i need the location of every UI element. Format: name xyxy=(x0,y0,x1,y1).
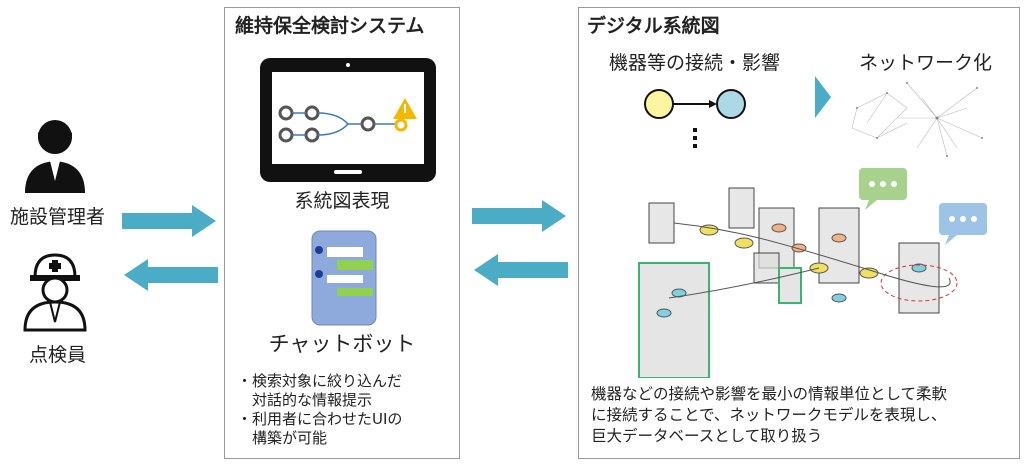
3d-equipment-network-illustration xyxy=(638,168,987,378)
description-line: 巨大データベースとして取り扱う xyxy=(591,427,823,445)
description-line: に接続することで、ネットワークモデルを表現し、 xyxy=(591,406,947,424)
digital-diagram-panel: デジタル系統図 機器等の接続・影響 ネットワーク化 機器などの接続や影響を最小の… xyxy=(578,7,1020,459)
bidirectional-arrows xyxy=(122,205,218,291)
bullet-line: 対話的な情報提示 xyxy=(237,391,373,409)
network-label: ネットワーク化 xyxy=(859,52,993,74)
system-title: 維持保全検討システム xyxy=(235,15,425,37)
node-connection-icon xyxy=(644,89,746,148)
connection-label: 機器等の接続・影響 xyxy=(609,52,781,74)
arrow-left-icon xyxy=(474,254,568,286)
actor-label-manager: 施設管理者 xyxy=(9,206,105,228)
chatbot-phone-icon xyxy=(311,230,377,326)
system-bullets: ・検索対象に絞り込んだ 対話的な情報提示 ・利用者に合わせたUIの 構築が可能 xyxy=(237,372,402,448)
chatbot-label: チャットボット xyxy=(268,332,416,356)
bullet-line: 構築が可能 xyxy=(237,429,328,447)
bullet-line: ・利用者に合わせたUIの xyxy=(237,410,403,428)
digital-description: 機器などの接続や影響を最小の情報単位として柔軟 に接続することで、ネットワークモ… xyxy=(591,384,947,447)
network-graph-image xyxy=(851,82,983,157)
bullet-line: ・検索対象に絞り込んだ xyxy=(237,372,403,390)
arrow-right-icon xyxy=(472,200,566,232)
diagram-label: 系統図表現 xyxy=(294,190,390,212)
arrow-right-icon xyxy=(815,76,831,118)
actor-label-inspector: 点検員 xyxy=(28,344,86,366)
bidirectional-arrows-2 xyxy=(472,200,568,286)
arrow-right-icon xyxy=(122,205,216,237)
digital-title: デジタル系統図 xyxy=(587,15,720,37)
manager-person-icon xyxy=(25,120,85,193)
tablet-diagram-icon xyxy=(260,58,436,182)
description-line: 機器などの接続や影響を最小の情報単位として柔軟 xyxy=(591,385,948,403)
inspector-helmet-icon xyxy=(23,253,87,332)
maintenance-system-panel: 維持保全検討システム 系統図表現 チャットボット ・検索対象に絞り込んだ 対話的… xyxy=(224,7,460,459)
arrow-left-icon xyxy=(124,259,218,291)
